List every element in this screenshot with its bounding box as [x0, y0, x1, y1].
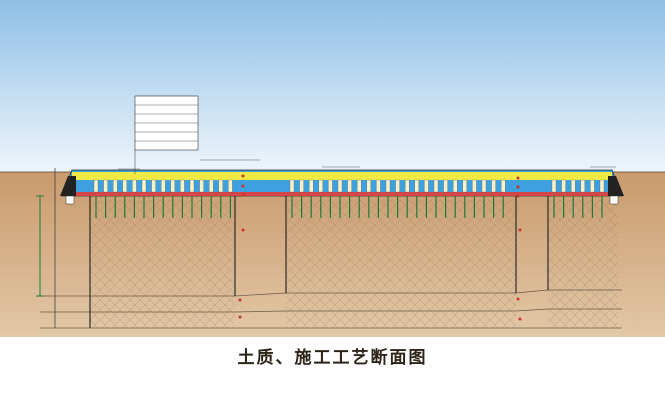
stratum-lines — [40, 289, 622, 329]
pile-cap-block — [443, 179, 448, 193]
pile-cap-block — [337, 179, 343, 193]
pile-cap-block — [318, 179, 323, 193]
pile-cap-block — [551, 179, 557, 193]
layer-markers — [238, 174, 522, 321]
pile-cap-block — [357, 179, 362, 193]
pile-cap-block — [122, 179, 127, 193]
pile-cap-block — [161, 179, 166, 193]
pile-cap-block — [199, 179, 204, 193]
pile-cap-block — [141, 179, 147, 193]
diagram-title: 土质、施工工艺断面图 — [237, 348, 428, 368]
pile-cap-block — [433, 179, 439, 193]
pile-cap-block — [472, 179, 477, 193]
pile-cap-block — [132, 179, 137, 193]
pile-cap-block — [462, 179, 467, 193]
pile-cap-block — [376, 179, 381, 193]
pile-cap-block — [189, 179, 195, 193]
pile-cap-block — [414, 179, 419, 193]
pile-cap-block — [93, 179, 99, 193]
caption-area — [0, 337, 665, 400]
pile-cap-block — [491, 179, 496, 193]
pile-cap-block — [453, 179, 458, 193]
pile-cap-block — [571, 179, 576, 193]
pile-cap-block — [103, 179, 108, 193]
pile-cap-block — [328, 179, 333, 193]
pile-cap-block — [481, 179, 487, 193]
pile-cap-block — [590, 179, 595, 193]
top-annotations — [118, 159, 616, 170]
pile-cap-block — [309, 179, 314, 193]
sky-background — [0, 0, 665, 172]
pile-cap-block — [113, 179, 118, 193]
pile-cap-block — [228, 179, 233, 193]
pile-cap-block — [385, 179, 391, 193]
pile-cap-block — [580, 179, 585, 193]
pile-cap-block — [561, 179, 566, 193]
pile-cap-block — [170, 179, 175, 193]
pile-cap-block — [209, 179, 214, 193]
pile-cap-block — [218, 179, 223, 193]
depth-dimension — [36, 195, 44, 297]
treated-soil-zones — [90, 200, 618, 328]
spec-box — [134, 95, 199, 174]
pile-cap-block — [395, 179, 400, 193]
pile-cap-block — [151, 179, 156, 193]
pile-cap-block — [299, 179, 304, 193]
long-piles — [89, 196, 549, 328]
pile-cap-block — [289, 179, 295, 193]
pile-cap-block — [366, 179, 371, 193]
pile-cap-block — [501, 179, 506, 193]
pile-cap-block — [180, 179, 185, 193]
pile-cap-block — [599, 179, 605, 193]
pile-cap-block — [405, 179, 410, 193]
pile-cap-block — [347, 179, 352, 193]
pile-groups — [93, 179, 605, 218]
pile-cap-block — [424, 179, 429, 193]
